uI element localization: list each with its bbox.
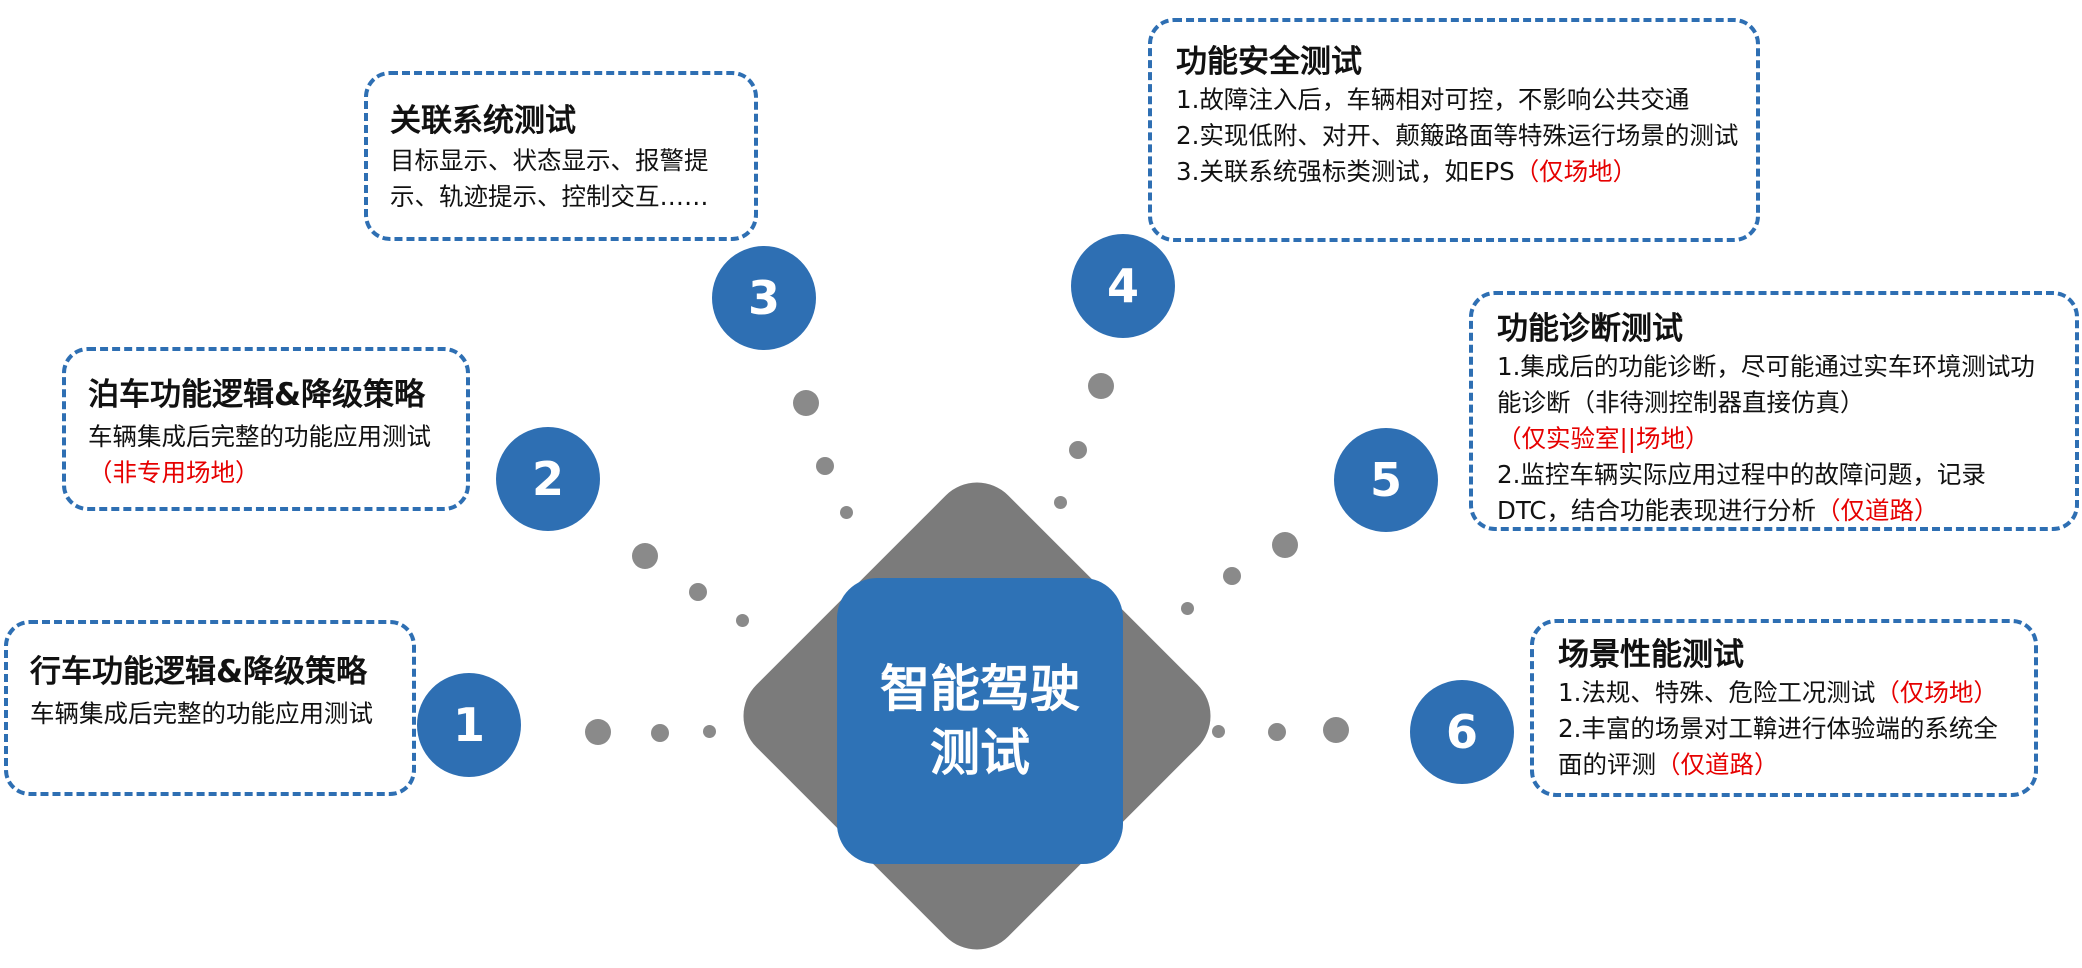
connector-dot — [1069, 441, 1087, 459]
node-2-number: 2 — [496, 427, 600, 531]
node-2-title: 泊车功能逻辑&降级策略 — [88, 377, 426, 413]
connector-dot — [689, 583, 707, 601]
node-5-item-text: 1.集成后的功能诊断，尽可能通过实车环境测试功能诊断（非待测控制器直接仿真） — [1497, 352, 2035, 417]
node-6-card: 场景性能测试 1.法规、特殊、危险工况测试（仅场地） 2.丰富的场景对工鞥进行体… — [1530, 619, 2038, 797]
node-5-item: 2.监控车辆实际应用过程中的故障问题，记录DTC，结合功能表现进行分析（仅道路） — [1497, 457, 2059, 529]
node-2-body: 车辆集成后完整的功能应用测试 — [88, 422, 431, 451]
connector-dot — [1088, 373, 1114, 399]
node-3-body: 目标显示、状态显示、报警提示、轨迹提示、控制交互…… — [390, 146, 709, 211]
node-4-item-note: （仅场地） — [1514, 157, 1638, 186]
node-5-title: 功能诊断测试 — [1497, 311, 1683, 347]
connector-dot — [793, 390, 819, 416]
node-6-item-text: 2.丰富的场景对工鞥进行体验端的系统全面的评测 — [1558, 714, 1998, 779]
node-6-number: 6 — [1410, 680, 1514, 784]
node-3-number: 3 — [712, 246, 816, 350]
connector-dot — [585, 719, 611, 745]
node-4-title: 功能安全测试 — [1176, 44, 1362, 80]
node-6-item: 2.丰富的场景对工鞥进行体验端的系统全面的评测（仅道路） — [1558, 711, 2018, 783]
connector-dot — [632, 543, 658, 569]
connector-dot — [1223, 567, 1241, 585]
node-4-item-text: 1.故障注入后，车辆相对可控，不影响公共交通 — [1176, 85, 1690, 114]
connector-dot — [1054, 496, 1067, 509]
node-2-card: 泊车功能逻辑&降级策略 车辆集成后完整的功能应用测试 （非专用场地） — [62, 347, 470, 511]
node-4-item: 2.实现低附、对开、颠簸路面等特殊运行场景的测试 — [1176, 118, 1740, 154]
node-5-item-text: 2.监控车辆实际应用过程中的故障问题，记录DTC，结合功能表现进行分析 — [1497, 460, 1986, 525]
node-3-title: 关联系统测试 — [390, 103, 576, 139]
node-4-number: 4 — [1071, 234, 1175, 338]
node-6-item-note: （仅道路） — [1656, 750, 1779, 779]
node-5-item-note: （仅实验室||场地） — [1497, 424, 1710, 453]
node-1-title: 行车功能逻辑&降级策略 — [30, 654, 368, 690]
node-6-title: 场景性能测试 — [1558, 637, 1744, 673]
node-1-number: 1 — [417, 673, 521, 777]
node-6-item-note: （仅场地） — [1875, 678, 1998, 707]
connector-dot — [736, 614, 749, 627]
node-5-item: 1.集成后的功能诊断，尽可能通过实车环境测试功能诊断（非待测控制器直接仿真） （仅… — [1497, 349, 2059, 457]
connector-dot — [1268, 723, 1286, 741]
node-1-body: 车辆集成后完整的功能应用测试 — [30, 699, 373, 728]
node-6-item: 1.法规、特殊、危险工况测试（仅场地） — [1558, 675, 2018, 711]
node-4-item: 3.关联系统强标类测试，如EPS（仅场地） — [1176, 154, 1740, 190]
connector-dot — [651, 724, 669, 742]
node-1-card: 行车功能逻辑&降级策略 车辆集成后完整的功能应用测试 — [4, 620, 416, 796]
node-4-card: 功能安全测试 1.故障注入后，车辆相对可控，不影响公共交通 2.实现低附、对开、… — [1148, 18, 1760, 242]
hub-node: 智能驾驶 测试 — [837, 578, 1123, 864]
node-4-item: 1.故障注入后，车辆相对可控，不影响公共交通 — [1176, 82, 1740, 118]
node-2-body-wrap: 车辆集成后完整的功能应用测试 （非专用场地） — [88, 419, 448, 491]
node-5-number: 5 — [1334, 428, 1438, 532]
node-3-card: 关联系统测试 目标显示、状态显示、报警提示、轨迹提示、控制交互…… — [364, 71, 758, 241]
node-5-card: 功能诊断测试 1.集成后的功能诊断，尽可能通过实车环境测试功能诊断（非待测控制器… — [1469, 291, 2079, 531]
node-5-item-note: （仅道路） — [1816, 496, 1939, 525]
node-4-item-text: 2.实现低附、对开、颠簸路面等特殊运行场景的测试 — [1176, 121, 1739, 150]
connector-dot — [1323, 717, 1349, 743]
connector-dot — [703, 725, 716, 738]
connector-dot — [1181, 602, 1194, 615]
node-2-note: （非专用场地） — [88, 458, 260, 487]
connector-dot — [816, 457, 834, 475]
node-6-item-text: 1.法规、特殊、危险工况测试 — [1558, 678, 1876, 707]
node-4-item-text: 3.关联系统强标类测试，如EPS — [1176, 157, 1515, 186]
hub-label: 智能驾驶 测试 — [880, 660, 1080, 782]
connector-dot — [1272, 532, 1298, 558]
connector-dot — [840, 506, 853, 519]
connector-dot — [1212, 725, 1225, 738]
